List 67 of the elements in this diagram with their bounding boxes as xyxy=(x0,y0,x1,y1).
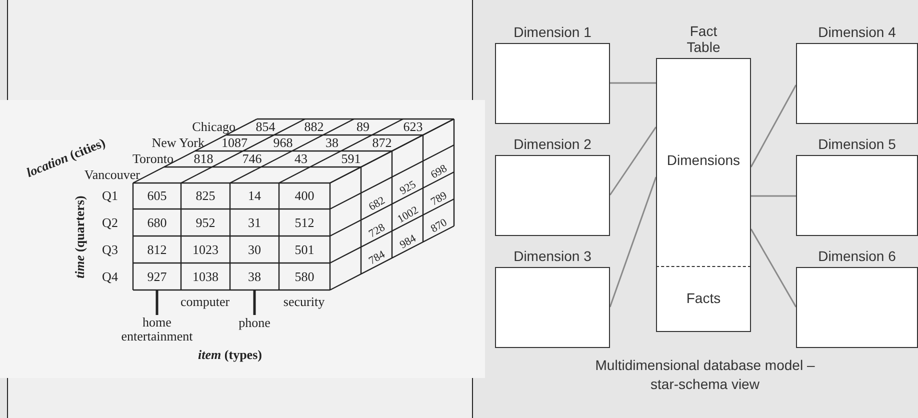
connector-line xyxy=(750,228,797,308)
cell-value: 680 xyxy=(147,215,167,230)
connector-line xyxy=(610,82,656,84)
cell-value: 38 xyxy=(248,269,261,284)
dimension-label: Q1 xyxy=(102,188,118,204)
cell-value: 30 xyxy=(248,242,261,257)
dimension-label: New York xyxy=(152,136,204,150)
cell-value: 952 xyxy=(196,215,216,230)
cell-value: 812 xyxy=(147,242,167,257)
section-label: Dimensions xyxy=(666,152,742,168)
cell-value: 38 xyxy=(326,136,338,150)
cell-value: 882 xyxy=(304,120,324,134)
cell-value: 925 xyxy=(397,178,418,197)
dimension-label: Q4 xyxy=(102,269,118,284)
connector-line xyxy=(751,195,796,197)
dimension-label: computer xyxy=(180,294,230,310)
cell-value: 400 xyxy=(294,188,314,204)
cell-value: 501 xyxy=(294,242,314,257)
table-title: Dimension 3 xyxy=(512,248,592,264)
connector-line xyxy=(750,84,797,168)
table-title: Dimension 2 xyxy=(512,136,592,152)
dimension-label: phone xyxy=(238,316,270,330)
cell-value: 825 xyxy=(196,188,216,204)
table-title: Dimension 4 xyxy=(817,24,897,40)
cell-value: 31 xyxy=(248,215,261,230)
cell-value: 512 xyxy=(294,215,314,230)
table-title: Fact Table xyxy=(686,22,722,55)
dimension-label: Chicago xyxy=(192,120,236,134)
cell-value: 746 xyxy=(242,152,262,166)
cell-value: 968 xyxy=(273,136,293,150)
table-title: Dimension 1 xyxy=(512,24,592,40)
cell-value: 1002 xyxy=(394,204,420,226)
connector-line xyxy=(609,126,657,196)
dimension-label: security xyxy=(283,294,325,310)
cell-value: 89 xyxy=(356,120,370,134)
cell-value: 984 xyxy=(397,232,418,251)
caption: Multidimensional database model – star-schema view xyxy=(594,356,816,394)
dimension-label: home entertainment xyxy=(120,316,194,344)
cell-value: 870 xyxy=(428,216,449,235)
cell-value: 872 xyxy=(372,136,392,150)
cell-value: 14 xyxy=(248,188,261,204)
cell-value: 1023 xyxy=(192,242,218,257)
cell-value: 927 xyxy=(147,269,167,284)
cell-value: 789 xyxy=(428,189,449,208)
cell-value: 728 xyxy=(366,221,387,240)
connector-line xyxy=(609,176,657,308)
cell-value: 854 xyxy=(256,120,276,134)
cell-value: 43 xyxy=(294,152,308,166)
dimension-label: Vancouver xyxy=(84,168,140,182)
cell-value: 591 xyxy=(341,152,361,166)
section-label: Facts xyxy=(685,290,722,306)
cell-value: 698 xyxy=(428,162,449,181)
cell-value: 1038 xyxy=(192,269,218,284)
cell-value: 1087 xyxy=(222,136,248,150)
table-title: Dimension 5 xyxy=(817,136,897,152)
cell-value: 623 xyxy=(403,120,423,134)
axis-title: time (quarters) xyxy=(72,196,88,278)
dimension-label: Q3 xyxy=(102,242,118,257)
table-title: Dimension 6 xyxy=(817,248,897,264)
dimension-label: Toronto xyxy=(132,152,174,166)
cell-value: 818 xyxy=(194,152,214,166)
cell-value: 682 xyxy=(366,194,387,213)
dimension-label: Q2 xyxy=(102,215,118,230)
cell-value: 605 xyxy=(147,188,167,204)
cell-value: 580 xyxy=(294,269,314,284)
axis-title: item (types) xyxy=(198,348,262,362)
cell-value: 784 xyxy=(366,248,387,267)
